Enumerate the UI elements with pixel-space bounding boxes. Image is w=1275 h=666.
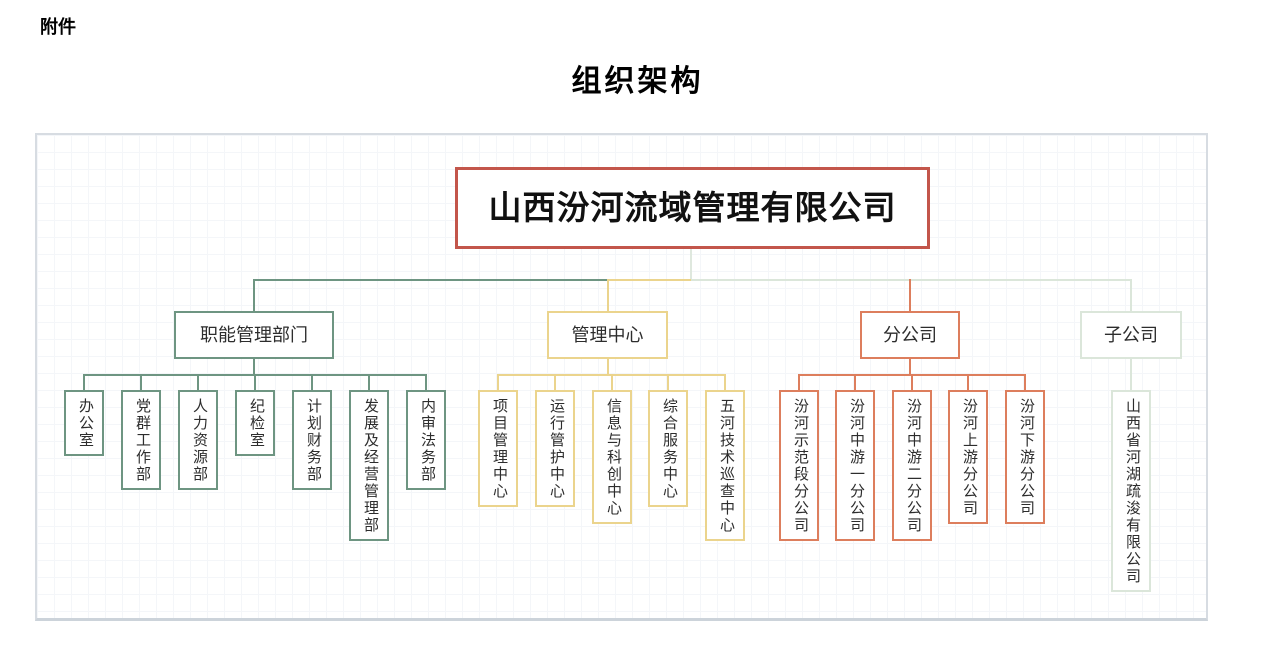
org-leaf-box: 办公室 [64, 390, 104, 456]
org-leaf-box: 发展及经营管理部 [349, 390, 389, 541]
org-leaf-box: 综合服务中心 [648, 390, 688, 507]
org-leaf-box: 汾河中游二分公司 [892, 390, 932, 541]
org-leaf-box: 运行管护中心 [535, 390, 575, 507]
org-connectors [83, 249, 1132, 391]
org-leaf-box: 项目管理中心 [478, 390, 518, 507]
org-leaf-box: 汾河示范段分公司 [779, 390, 819, 541]
org-leaf-box: 汾河下游分公司 [1005, 390, 1045, 524]
org-leaf-box: 山西省河湖疏浚有限公司 [1111, 390, 1151, 592]
org-root-box: 山西汾河流域管理有限公司 [455, 167, 930, 249]
org-leaf-box: 汾河上游分公司 [948, 390, 988, 524]
org-leaf-box: 计划财务部 [292, 390, 332, 490]
org-leaf-box: 党群工作部 [121, 390, 161, 490]
org-branch-box: 分公司 [860, 311, 960, 359]
org-leaf-box: 汾河中游一分公司 [835, 390, 875, 541]
org-chart-canvas: 山西汾河流域管理有限公司 职能管理部门办公室党群工作部人力资源部纪检室计划财务部… [35, 133, 1208, 621]
org-leaf-box: 人力资源部 [178, 390, 218, 490]
org-branch-box: 职能管理部门 [174, 311, 334, 359]
org-leaf-box: 内审法务部 [406, 390, 446, 490]
org-branch-box: 子公司 [1080, 311, 1182, 359]
attachment-label: 附件 [40, 17, 76, 37]
page-title: 组织架构 [571, 65, 704, 98]
org-branch-box: 管理中心 [547, 311, 668, 359]
org-leaf-box: 纪检室 [235, 390, 275, 456]
org-leaf-box: 信息与科创中心 [592, 390, 632, 524]
org-leaf-box: 五河技术巡查中心 [705, 390, 745, 541]
